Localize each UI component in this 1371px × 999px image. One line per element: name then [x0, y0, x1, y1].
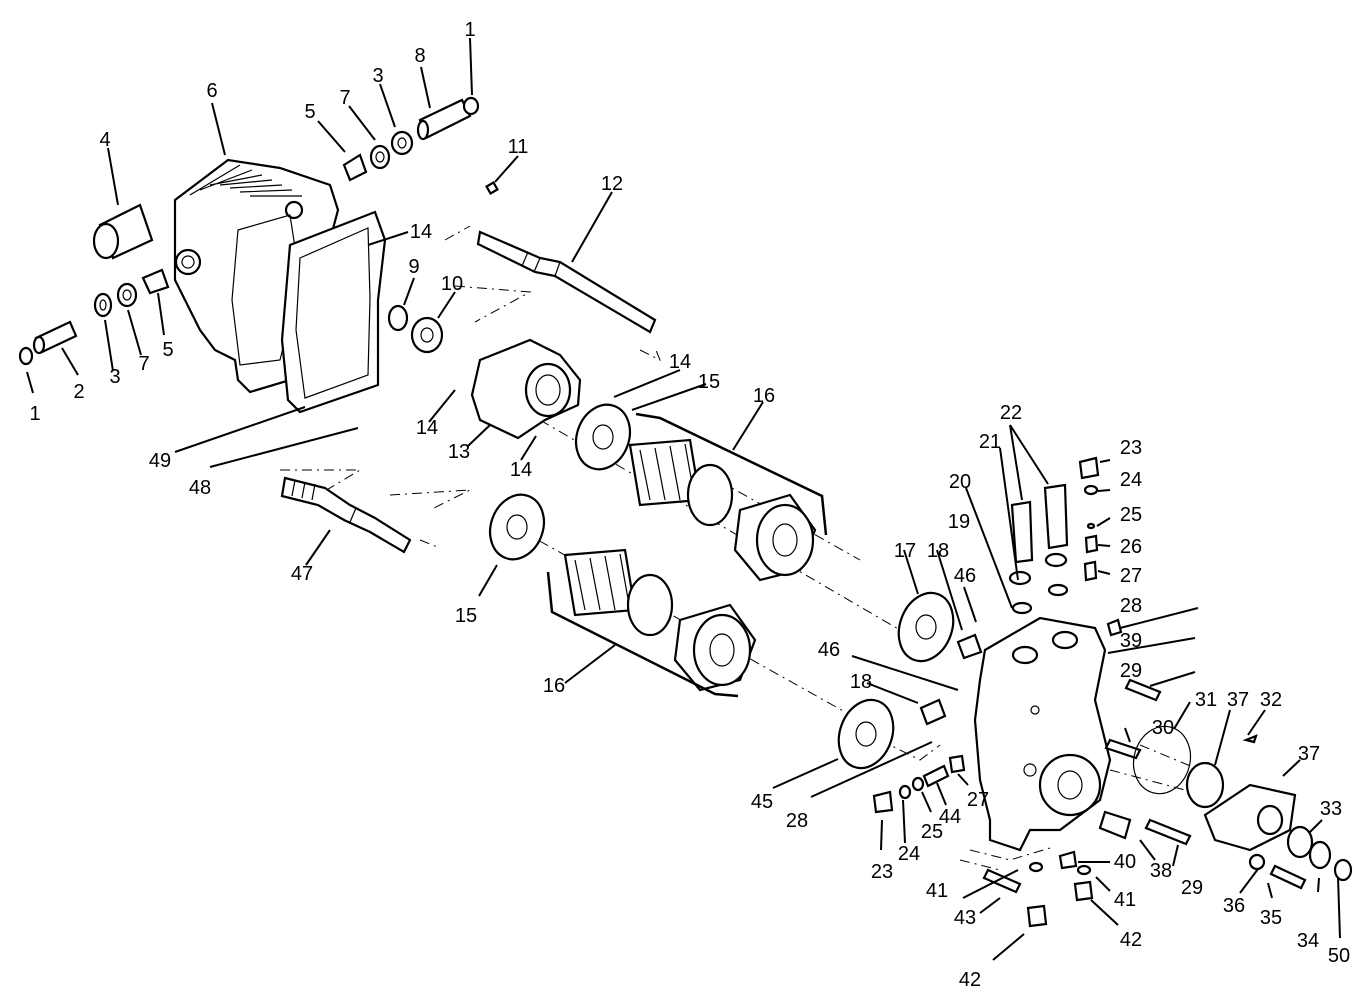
label-8: 8 [414, 45, 425, 67]
swash-plates [837, 591, 983, 770]
main-housing [173, 158, 340, 394]
label-33: 33 [1320, 798, 1342, 820]
leader-lines [26, 37, 1341, 961]
left-small-parts [18, 203, 170, 366]
label-29: 29 [1120, 660, 1142, 682]
label-1: 1 [464, 19, 475, 41]
label-21: 21 [979, 431, 1001, 453]
upper-rotating-group [628, 438, 817, 582]
label-43: 43 [954, 907, 976, 929]
label-25: 25 [1120, 504, 1142, 526]
label-50: 50 [1328, 945, 1350, 967]
upper-shaft [476, 230, 657, 334]
lower-rotating-group [563, 548, 757, 692]
label-14: 14 [669, 351, 691, 373]
label-38: 38 [1150, 860, 1172, 882]
label-31: 31 [1195, 689, 1217, 711]
label-37: 37 [1227, 689, 1249, 711]
label-22: 22 [1000, 402, 1022, 424]
label-42: 42 [1120, 929, 1142, 951]
label-1: 1 [29, 403, 40, 425]
lower-shaft [280, 476, 412, 554]
label-7: 7 [339, 87, 350, 109]
label-4: 4 [99, 129, 110, 151]
label-30: 30 [1152, 717, 1174, 739]
label-26: 26 [1120, 536, 1142, 558]
label-25: 25 [921, 821, 943, 843]
right-top-parts [1078, 456, 1123, 637]
label-6: 6 [206, 80, 217, 102]
label-36: 36 [1223, 895, 1245, 917]
label-35: 35 [1260, 907, 1282, 929]
label-19: 19 [948, 511, 970, 533]
label-28: 28 [1120, 595, 1142, 617]
label-34: 34 [1297, 930, 1319, 952]
label-40: 40 [1114, 851, 1136, 873]
label-41: 41 [926, 880, 948, 902]
label-29: 29 [1181, 877, 1203, 899]
label-49: 49 [149, 450, 171, 472]
label-23: 23 [1120, 437, 1142, 459]
relief-valves [1008, 483, 1069, 615]
label-48: 48 [189, 477, 211, 499]
right-side-parts [1098, 678, 1353, 890]
label-7: 7 [138, 353, 149, 375]
label-14: 14 [416, 417, 438, 439]
label-46: 46 [954, 565, 976, 587]
label-2: 2 [73, 381, 84, 403]
label-28: 28 [786, 810, 808, 832]
label-18: 18 [927, 540, 949, 562]
label-15: 15 [698, 371, 720, 393]
label-17: 17 [894, 540, 916, 562]
label-20: 20 [949, 471, 971, 493]
label-15: 15 [455, 605, 477, 627]
label-41: 41 [1114, 889, 1136, 911]
label-10: 10 [441, 273, 463, 295]
part-labels: 1 1 2 3 3 4 5 5 6 7 7 8 9 10 11 12 13 14… [29, 19, 1350, 991]
label-27: 27 [1120, 565, 1142, 587]
label-32: 32 [1260, 689, 1282, 711]
label-11: 11 [508, 136, 529, 158]
bearing-block [470, 338, 582, 440]
label-37: 37 [1298, 743, 1320, 765]
thrust-washers [488, 403, 632, 561]
label-46: 46 [818, 639, 840, 661]
label-13: 13 [448, 441, 470, 463]
label-24: 24 [898, 843, 920, 865]
label-16: 16 [543, 675, 565, 697]
label-12: 12 [601, 173, 623, 195]
label-3: 3 [372, 65, 383, 87]
housing-gasket [280, 210, 387, 414]
label-14: 14 [410, 221, 432, 243]
top-small-parts [342, 96, 499, 354]
group-brackets [546, 412, 828, 698]
label-39: 39 [1120, 630, 1142, 652]
label-14: 14 [510, 459, 532, 481]
label-47: 47 [291, 563, 313, 585]
label-45: 45 [751, 791, 773, 813]
label-42: 42 [959, 969, 981, 991]
label-18: 18 [850, 671, 872, 693]
center-section-housing [973, 616, 1112, 852]
bottom-fittings [872, 754, 1094, 928]
label-5: 5 [162, 339, 173, 361]
label-9: 9 [408, 256, 419, 278]
label-27: 27 [967, 789, 989, 811]
label-24: 24 [1120, 469, 1142, 491]
label-3: 3 [109, 366, 120, 388]
label-5: 5 [304, 101, 315, 123]
label-23: 23 [871, 861, 893, 883]
label-16: 16 [753, 385, 775, 407]
label-44: 44 [939, 806, 961, 828]
